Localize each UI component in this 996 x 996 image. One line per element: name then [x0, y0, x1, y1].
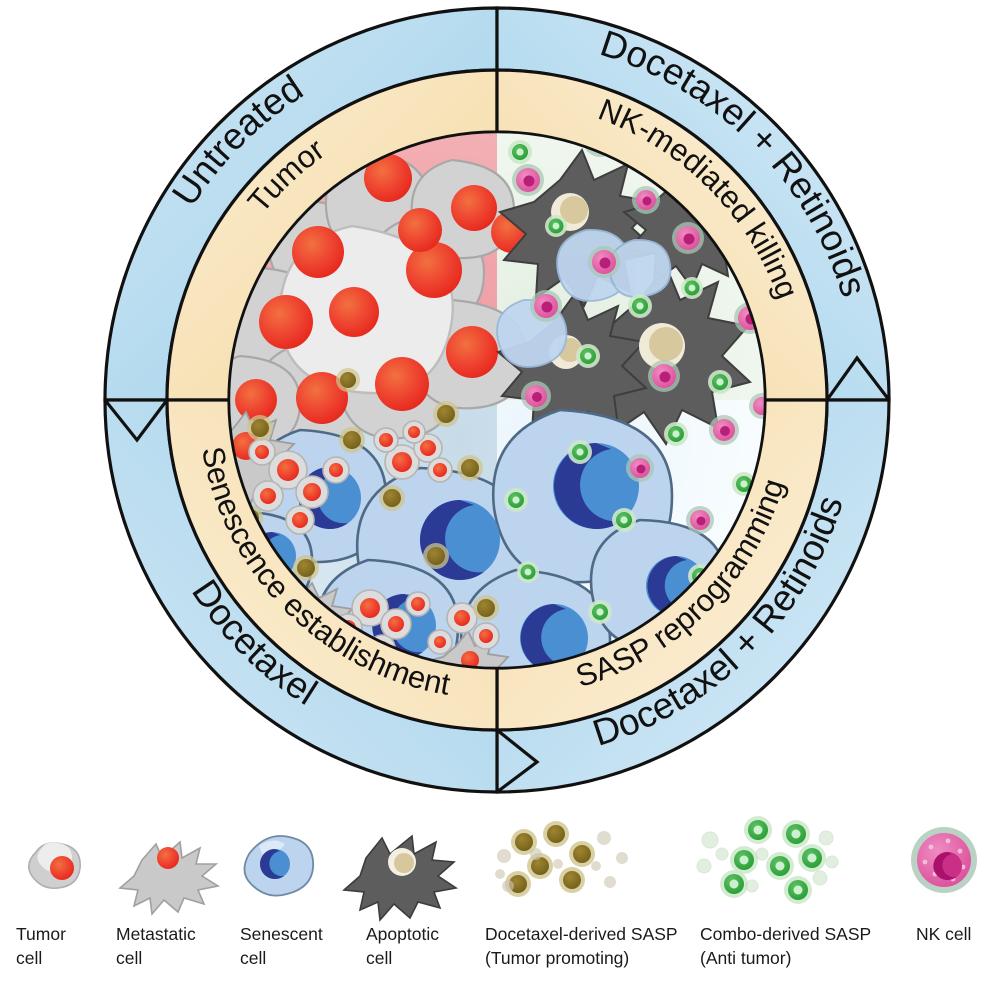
legend-label-senescent-cell-line2: cell: [240, 948, 266, 968]
legend-label-senescent-cell-line1: Senescent: [240, 924, 323, 944]
arrow-right-chevron: [825, 355, 891, 401]
legend-label-nk-cell-line1: NK cell: [916, 924, 971, 944]
legend-item-nk-cell[interactable]: NK cell: [911, 827, 977, 944]
legend-item-docetaxel-sasp[interactable]: Docetaxel-derived SASP (Tumor promoting): [485, 821, 678, 968]
tumor-cell-icon: [28, 842, 81, 890]
legend-label-tumor-cell-line1: Tumor: [16, 924, 66, 944]
tumor-debris-cluster: [248, 420, 500, 662]
legend-label-docetaxel-sasp-line1: Docetaxel-derived SASP: [485, 924, 678, 944]
legend-label-metastatic-cell-line2: cell: [116, 948, 142, 968]
legend-label-combo-sasp-line1: Combo-derived SASP: [700, 924, 871, 944]
combo-sasp-icon: [696, 816, 839, 904]
metastatic-cell-icon: [118, 840, 221, 916]
legend-label-apoptotic-cell-line1: Apoptotic: [366, 924, 439, 944]
arrow-left-chevron: [103, 399, 169, 443]
nk-cell-icon: [911, 827, 977, 893]
legend-label-docetaxel-sasp-line2: (Tumor promoting): [485, 948, 629, 968]
docetaxel-sasp-icon: [495, 821, 628, 897]
legend-item-apoptotic-cell[interactable]: Apoptotic cell: [342, 834, 459, 968]
legend-item-combo-sasp[interactable]: Combo-derived SASP (Anti tumor): [696, 816, 871, 968]
legend-item-metastatic-cell[interactable]: Metastatic cell: [116, 840, 221, 968]
senescent-cell-icon: [243, 835, 315, 897]
legend-label-tumor-cell-line2: cell: [16, 948, 42, 968]
cell-illustration-core: [229, 132, 765, 668]
legend-label-metastatic-cell-line1: Metastatic: [116, 924, 196, 944]
ring-dividers: [167, 8, 827, 730]
cycle-arrows: [103, 355, 891, 794]
apoptotic-cell-icon: [342, 834, 459, 922]
legend-label-apoptotic-cell-line2: cell: [366, 948, 392, 968]
arrow-bottom-chevron: [496, 728, 540, 794]
legend-item-tumor-cell[interactable]: Tumor cell: [16, 842, 81, 968]
outer-treatment-ring: [103, 6, 891, 794]
legend-label-combo-sasp-line2: (Anti tumor): [700, 948, 791, 968]
legend-item-senescent-cell[interactable]: Senescent cell: [240, 835, 323, 968]
tumor-nuclei: [235, 154, 533, 424]
combo-sasp-dots: [504, 140, 756, 624]
legend: Tumor cell Metastatic cell Senescent cel…: [16, 816, 977, 968]
